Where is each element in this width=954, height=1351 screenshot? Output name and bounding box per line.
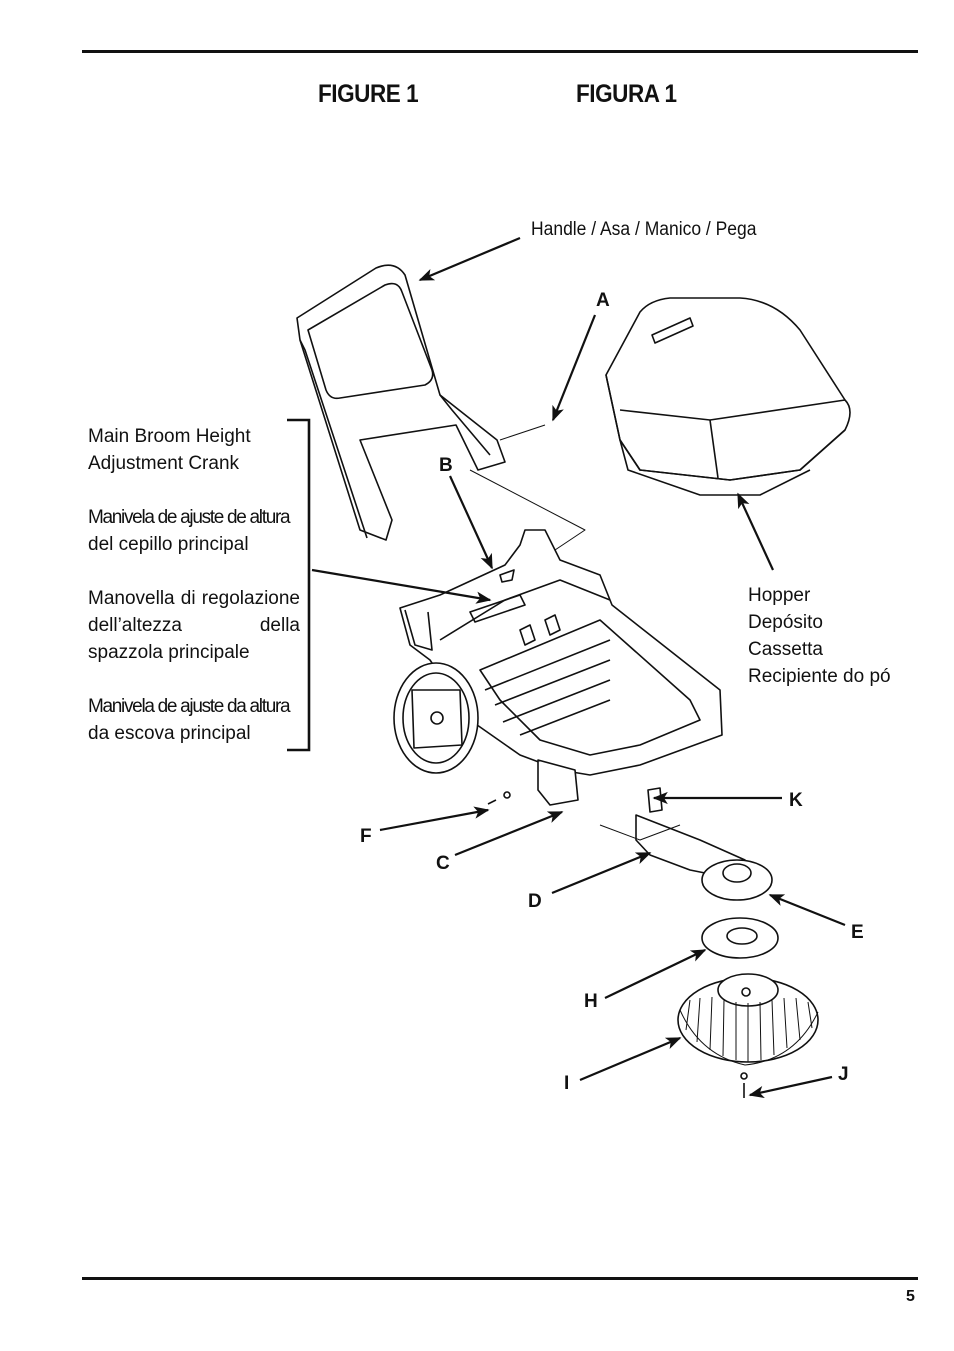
wheel-part [393,662,479,774]
arrow-b [448,475,494,570]
letter-j: J [838,1064,849,1085]
assembly-guides [469,424,681,841]
screws [487,569,748,1098]
crank-label-es-2: del cepillo principal [88,534,249,555]
crank-label-it: Manovella di regolazione dell’altezza de… [88,588,300,663]
crank-label-en-2: Adjustment Crank [88,453,240,474]
figure-title-en: FIGURE 1 [318,80,419,108]
handle-arrow [418,236,521,282]
crank-label-block: Main Broom Height Adjustment Crank Maniv… [88,423,300,774]
arrow-e [768,893,846,927]
bristles [679,996,819,1066]
crank-label-es-1: Manivela de ajuste de altura [88,507,291,528]
hopper-label-es: Depósito [748,612,823,633]
arrow-i [579,1036,682,1082]
top-rule [82,50,918,53]
handle-part [296,264,506,541]
frame-part [399,529,723,776]
arrow-a [551,314,597,422]
arrow-d [551,851,652,895]
hopper-label-it: Cassetta [748,639,823,660]
side-broom-bracket [537,759,746,881]
crank-arrow [311,568,492,604]
letter-k: K [789,790,803,811]
arrow-h [604,949,707,999]
arrow-j [748,1075,833,1099]
hopper-label-pt: Recipiente do pó [748,666,891,687]
bottom-rule [82,1277,918,1280]
label-bracket [287,418,311,752]
crank-label-pt-2: da escova principal [88,723,251,744]
letter-b: B [439,455,453,476]
arrow-c [454,810,564,857]
letter-c: C [436,853,450,874]
letter-i: I [564,1073,570,1094]
handle-label: Handle / Asa / Manico / Pega [531,219,757,240]
letter-a: A [596,290,610,311]
crank-label-en-1: Main Broom Height [88,426,251,447]
letter-e: E [851,922,864,943]
page-number: 5 [906,1288,915,1305]
arrow-f [379,806,490,832]
hopper-label: Hopper Depósito Cassetta Recipiente do p… [748,582,891,690]
hopper-part [605,297,851,496]
letter-f: F [360,826,372,847]
crank-label-pt-1: Manivela de ajuste da altura [88,696,291,717]
hopper-arrow [737,492,774,571]
hopper-label-en: Hopper [748,585,811,606]
figure-title-it: FIGURA 1 [576,80,677,108]
letter-h: H [584,991,598,1012]
letter-d: D [528,891,542,912]
